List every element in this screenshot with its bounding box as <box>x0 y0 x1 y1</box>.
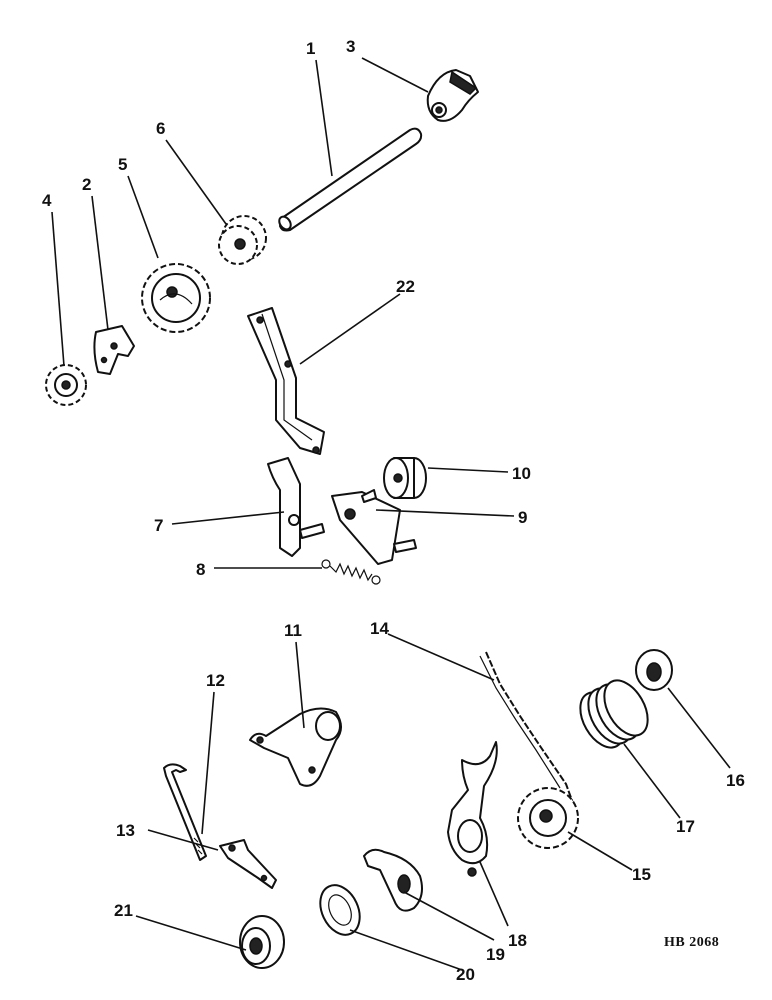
part-9-arm <box>331 489 417 565</box>
callout-1: 1 <box>306 39 315 58</box>
part-21-hub <box>239 915 285 969</box>
callout-17: 17 <box>676 817 695 836</box>
callout-14: 14 <box>370 619 389 638</box>
part-3-collar <box>426 69 479 122</box>
callout-11: 11 <box>284 621 302 640</box>
part-17-spring <box>579 679 649 749</box>
callout-7: 7 <box>154 516 163 535</box>
part-5-sprocket <box>141 263 211 333</box>
part-14-chain <box>479 651 575 807</box>
part-13-bracket <box>219 839 277 889</box>
callout-9: 9 <box>518 508 527 527</box>
part-18-fork <box>447 741 498 877</box>
callout-3: 3 <box>346 37 355 56</box>
part-6-sprocket <box>218 215 267 265</box>
part-4-sprocket <box>45 364 87 406</box>
part-1-shaft <box>278 127 423 232</box>
callout-8: 8 <box>196 560 205 579</box>
part-20-washer <box>319 884 361 936</box>
callout-20: 20 <box>456 965 475 984</box>
part-22-bracket <box>247 307 325 455</box>
callout-2: 2 <box>82 175 91 194</box>
part-10-roller <box>383 457 427 499</box>
callout-21: 21 <box>114 901 133 920</box>
part-11-lever <box>249 707 342 787</box>
leader-lines <box>51 57 731 971</box>
callout-19: 19 <box>486 945 505 964</box>
callout-4: 4 <box>42 191 52 210</box>
part-16-nut <box>635 649 673 691</box>
part-8-spring <box>321 559 381 585</box>
callout-22: 22 <box>396 277 415 296</box>
callout-numbers: 1 2 3 4 5 6 7 8 9 10 11 12 13 14 15 16 1… <box>42 37 745 984</box>
callout-13: 13 <box>116 821 135 840</box>
part-15-sprocket <box>517 787 579 849</box>
callout-6: 6 <box>156 119 165 138</box>
reference-code: HB 2068 <box>664 935 719 950</box>
part-12-hook-bolt <box>163 763 207 861</box>
callout-12: 12 <box>206 671 225 690</box>
callout-10: 10 <box>512 464 531 483</box>
part-2-plate <box>93 325 135 375</box>
callout-16: 16 <box>726 771 745 790</box>
callout-15: 15 <box>632 865 651 884</box>
part-19-cam <box>363 848 423 912</box>
callout-5: 5 <box>118 155 127 174</box>
callout-18: 18 <box>508 931 527 950</box>
part-7-bracket <box>267 457 325 557</box>
